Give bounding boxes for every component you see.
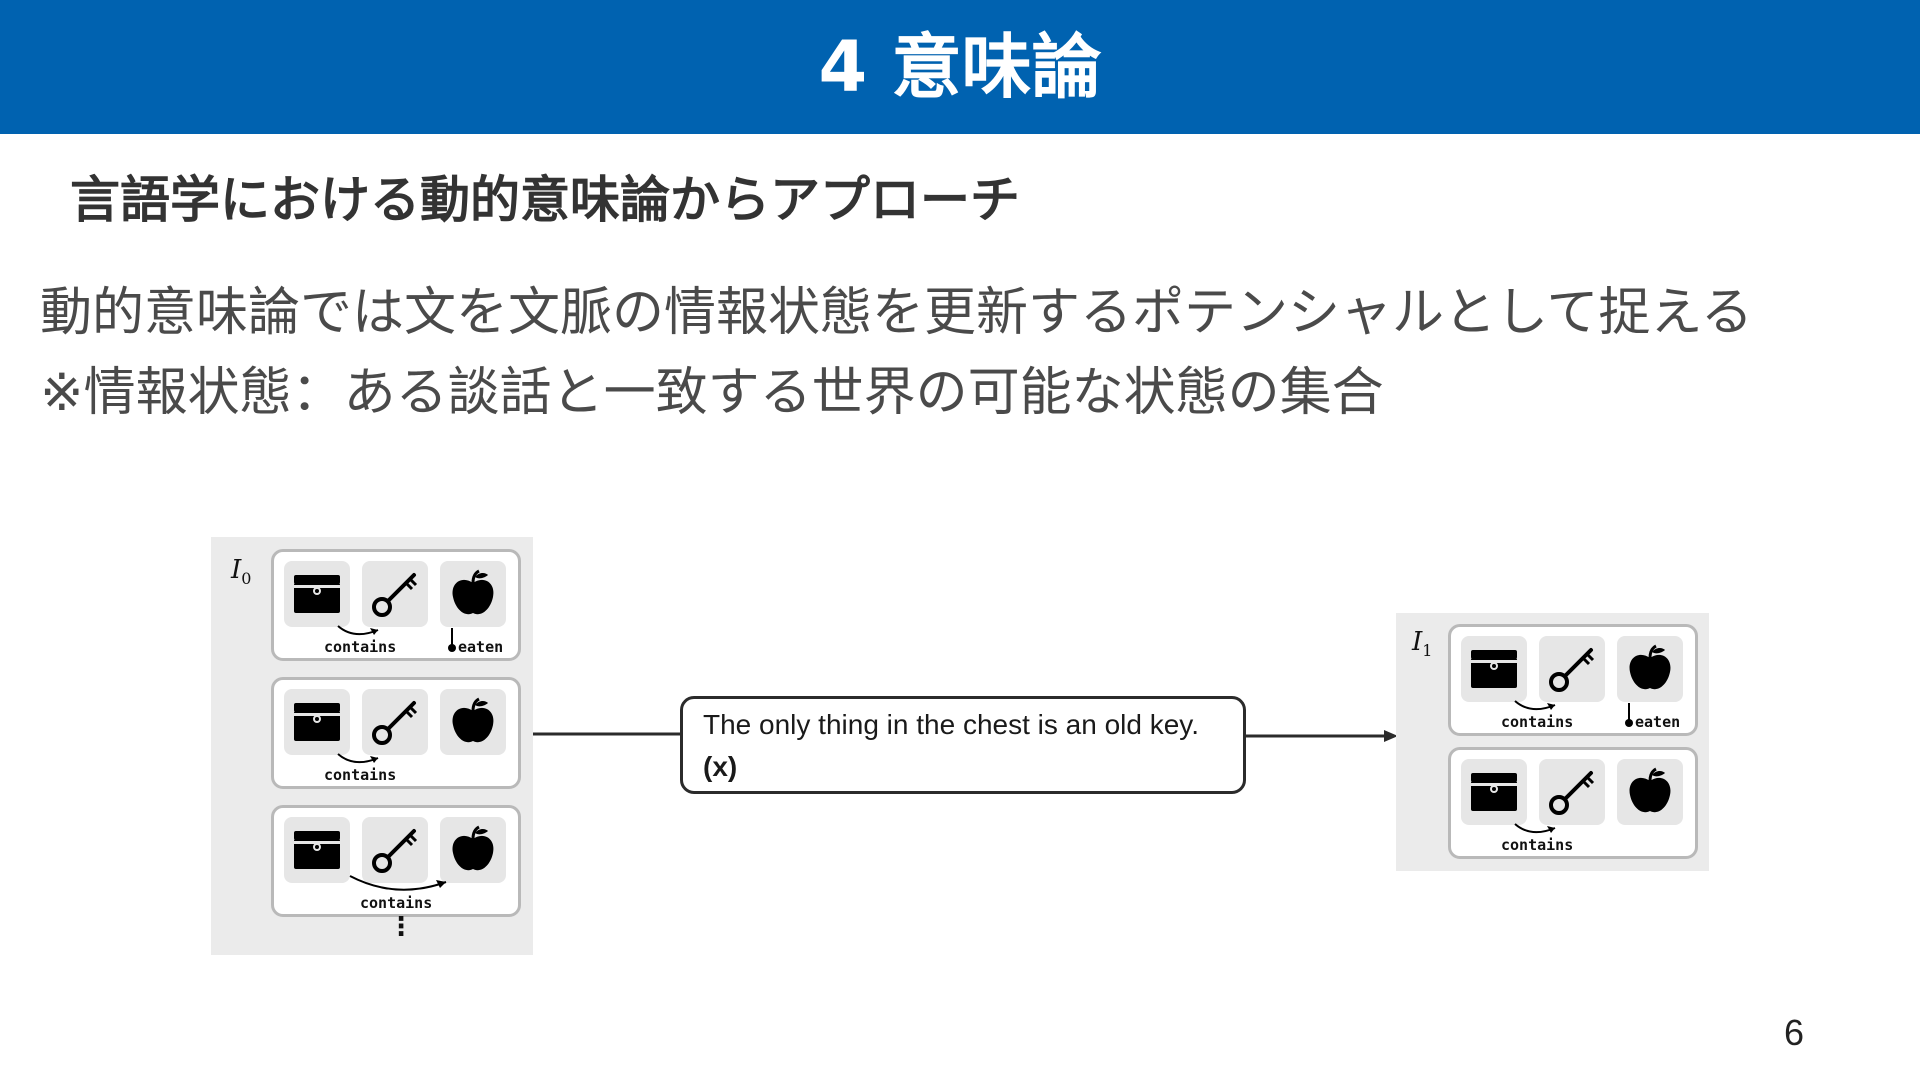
apple-icon [1617, 636, 1683, 702]
key-icon [362, 689, 428, 755]
info-state-before-panel: I0 contains eaten [211, 537, 533, 955]
body-line-2: ※情報状態：ある談話と一致する世界の可能な状態の集合 [40, 363, 1384, 423]
sentence-text: The only thing in the chest is an old ke… [703, 709, 1199, 740]
possible-world: contains [1448, 747, 1698, 859]
chest-icon [284, 689, 350, 755]
key-icon [1539, 759, 1605, 825]
eaten-label: eaten [1635, 713, 1681, 731]
sentence-box: The only thing in the chest is an old ke… [680, 696, 1246, 794]
chest-icon [1461, 759, 1527, 825]
possible-world: contains [271, 805, 521, 917]
connector-line-left [533, 732, 683, 736]
chest-icon [1461, 636, 1527, 702]
connector-arrow-right [1246, 730, 1398, 742]
apple-icon [440, 561, 506, 627]
chest-icon [284, 561, 350, 627]
apple-icon [440, 817, 506, 883]
title-bar: 4 意味論 [0, 0, 1920, 134]
relation-label: contains [324, 766, 397, 784]
key-icon [362, 817, 428, 883]
relation-label: contains [1501, 836, 1574, 854]
eaten-marker [448, 628, 456, 652]
more-worlds-indicator: ⋮ [388, 912, 414, 942]
apple-icon [1617, 759, 1683, 825]
body-line-1: 動的意味論では文を文脈の情報状態を更新するポテンシャルとして捉える [40, 283, 1753, 343]
eaten-marker [1625, 703, 1633, 727]
possible-world: contains [271, 677, 521, 789]
slide-title: 4 意味論 [818, 26, 1102, 108]
apple-icon [440, 689, 506, 755]
relation-label: contains [1501, 713, 1574, 731]
key-icon [362, 561, 428, 627]
contains-arrow [337, 625, 379, 636]
page-number: 6 [1784, 1012, 1805, 1053]
slide-subtitle: 言語学における動的意味論からアプローチ [70, 171, 1020, 229]
sentence-id: (x) [703, 751, 738, 782]
info-state-after-label: I1 [1412, 627, 1433, 661]
eaten-label: eaten [458, 638, 504, 656]
chest-icon [284, 817, 350, 883]
possible-world: contains eaten [1448, 624, 1698, 736]
info-state-after-panel: I1 contains eaten [1396, 613, 1709, 871]
relation-label: contains [360, 894, 433, 912]
info-state-before-label: I0 [231, 555, 252, 589]
contains-arrow [349, 875, 447, 891]
contains-arrow [1514, 823, 1556, 834]
contains-arrow [1514, 700, 1556, 711]
relation-label: contains [324, 638, 397, 656]
contains-arrow [337, 753, 379, 764]
key-icon [1539, 636, 1605, 702]
possible-world: contains eaten [271, 549, 521, 661]
